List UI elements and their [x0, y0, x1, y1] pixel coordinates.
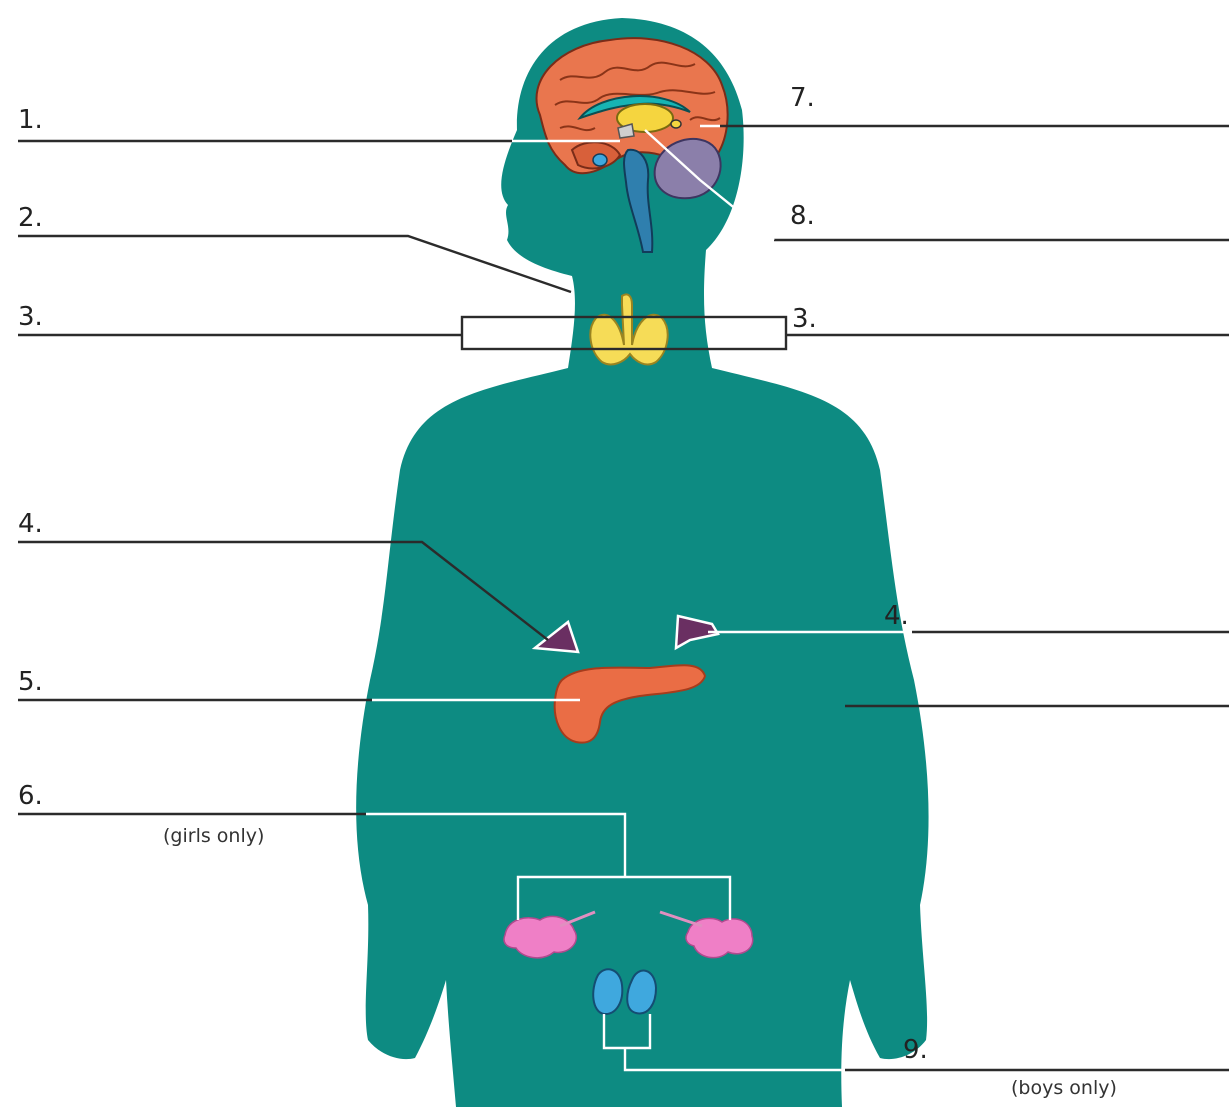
note-boys-only: (boys only)	[1011, 1077, 1117, 1099]
label-3-left: 3.	[18, 302, 43, 332]
label-5: 5.	[18, 667, 43, 697]
label-3-right: 3.	[792, 304, 817, 334]
label-6: 6.	[18, 781, 43, 811]
label-1: 1.	[18, 105, 43, 135]
label-4-right: 4.	[884, 601, 909, 631]
label-4-left: 4.	[18, 509, 43, 539]
note-girls-only: (girls only)	[163, 825, 264, 847]
label-2: 2.	[18, 203, 43, 233]
pineal-gland	[671, 120, 681, 128]
label-7: 7.	[790, 83, 815, 113]
testis-left	[593, 969, 622, 1014]
label-8: 8.	[790, 201, 815, 231]
label-9: 9.	[903, 1035, 928, 1065]
pituitary-gland	[593, 154, 607, 166]
